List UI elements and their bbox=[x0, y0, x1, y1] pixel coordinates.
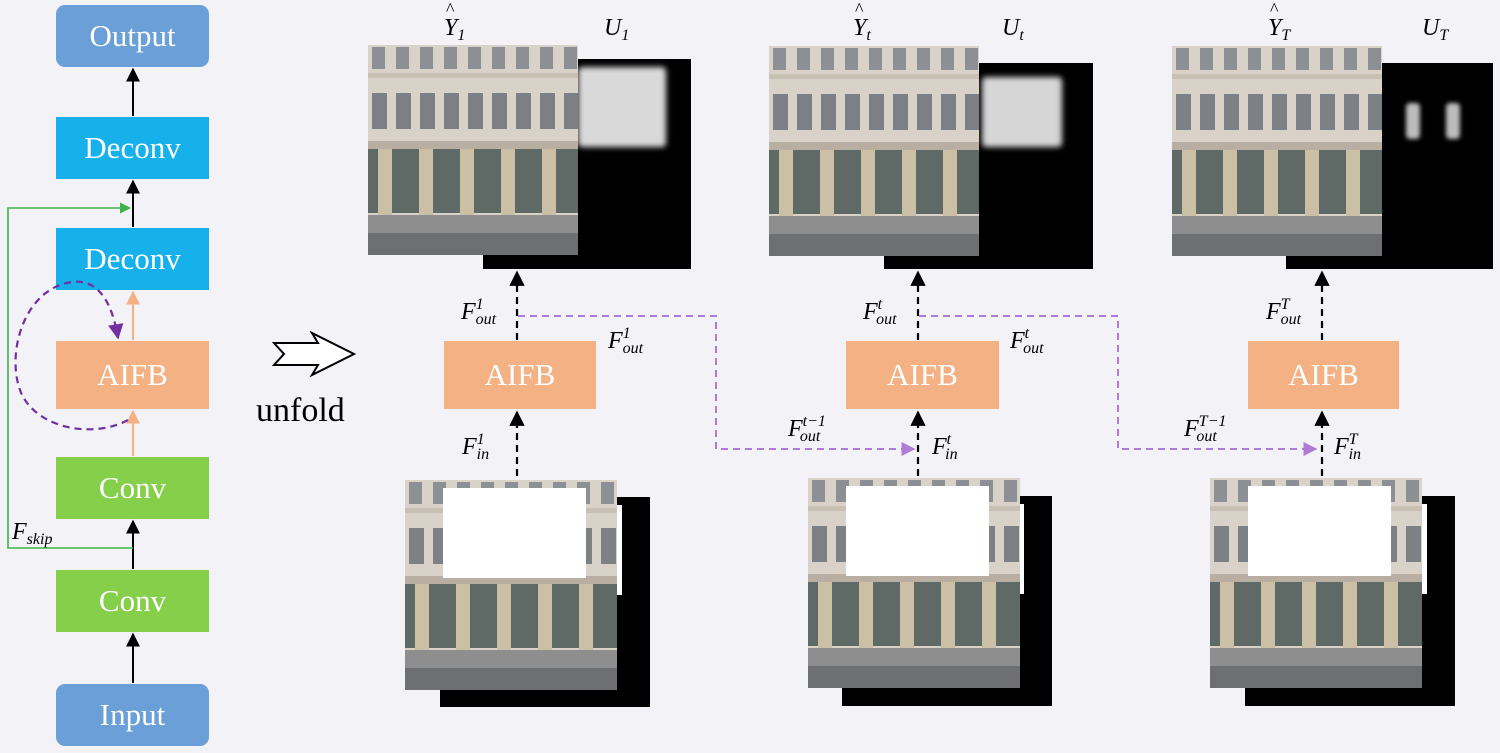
uncertainty-highlight bbox=[1406, 103, 1420, 139]
f-out-label-t: Ftout bbox=[863, 296, 897, 328]
y-hat-label-T: YT bbox=[1268, 0, 1290, 44]
mask-strip bbox=[1018, 504, 1024, 594]
masked-input-image-t bbox=[808, 478, 1020, 688]
uncertainty-highlight bbox=[578, 67, 666, 147]
predicted-image-t bbox=[769, 46, 979, 256]
uncertainty-highlight bbox=[982, 77, 1062, 147]
uncertainty-highlight bbox=[1446, 103, 1460, 139]
f-out-label-1: F1out bbox=[461, 296, 497, 328]
f-in-label-1: F1in bbox=[462, 431, 490, 463]
u-label-1: U1 bbox=[604, 15, 630, 44]
mask-strip bbox=[1421, 504, 1427, 594]
aifb-block: AIFB bbox=[56, 341, 209, 409]
mask-strip bbox=[616, 505, 622, 595]
deconv-top-block: Deconv bbox=[56, 117, 209, 179]
u-label-T: UT bbox=[1422, 15, 1449, 44]
y-hat-label-t: Yt bbox=[853, 0, 871, 44]
aifb-stage-1: AIFB bbox=[444, 341, 596, 409]
f-in-label-T: FTin bbox=[1334, 431, 1362, 463]
f-out-side-label-1: F1out bbox=[608, 325, 644, 357]
predicted-image-T bbox=[1172, 46, 1382, 256]
skip-label: Fskip bbox=[12, 519, 53, 548]
masked-input-image-1 bbox=[405, 480, 617, 690]
f-in-label-t: Ftin bbox=[932, 431, 958, 463]
masked-input-image-T bbox=[1210, 478, 1422, 688]
unfold-label: unfold bbox=[256, 392, 345, 429]
output-block: Output bbox=[56, 5, 209, 67]
f-out-label-T: FTout bbox=[1266, 296, 1302, 328]
aifb-stage-T: AIFB bbox=[1248, 341, 1399, 409]
predicted-image-1 bbox=[368, 45, 578, 255]
f-out-side-label-t: Ftout bbox=[1010, 325, 1044, 357]
f-prev-label-T: FT−1out bbox=[1184, 413, 1227, 445]
f-prev-label-t: Ft−1out bbox=[788, 413, 826, 445]
conv-top-block: Conv bbox=[56, 457, 209, 519]
conv-bottom-block: Conv bbox=[56, 570, 209, 632]
u-label-t: Ut bbox=[1002, 15, 1024, 44]
deconv-bottom-block: Deconv bbox=[56, 228, 209, 290]
aifb-stage-t: AIFB bbox=[846, 341, 999, 409]
input-block: Input bbox=[56, 684, 209, 746]
y-hat-label-1: Y1 bbox=[444, 0, 465, 44]
unfold-arrow-icon bbox=[272, 331, 356, 377]
